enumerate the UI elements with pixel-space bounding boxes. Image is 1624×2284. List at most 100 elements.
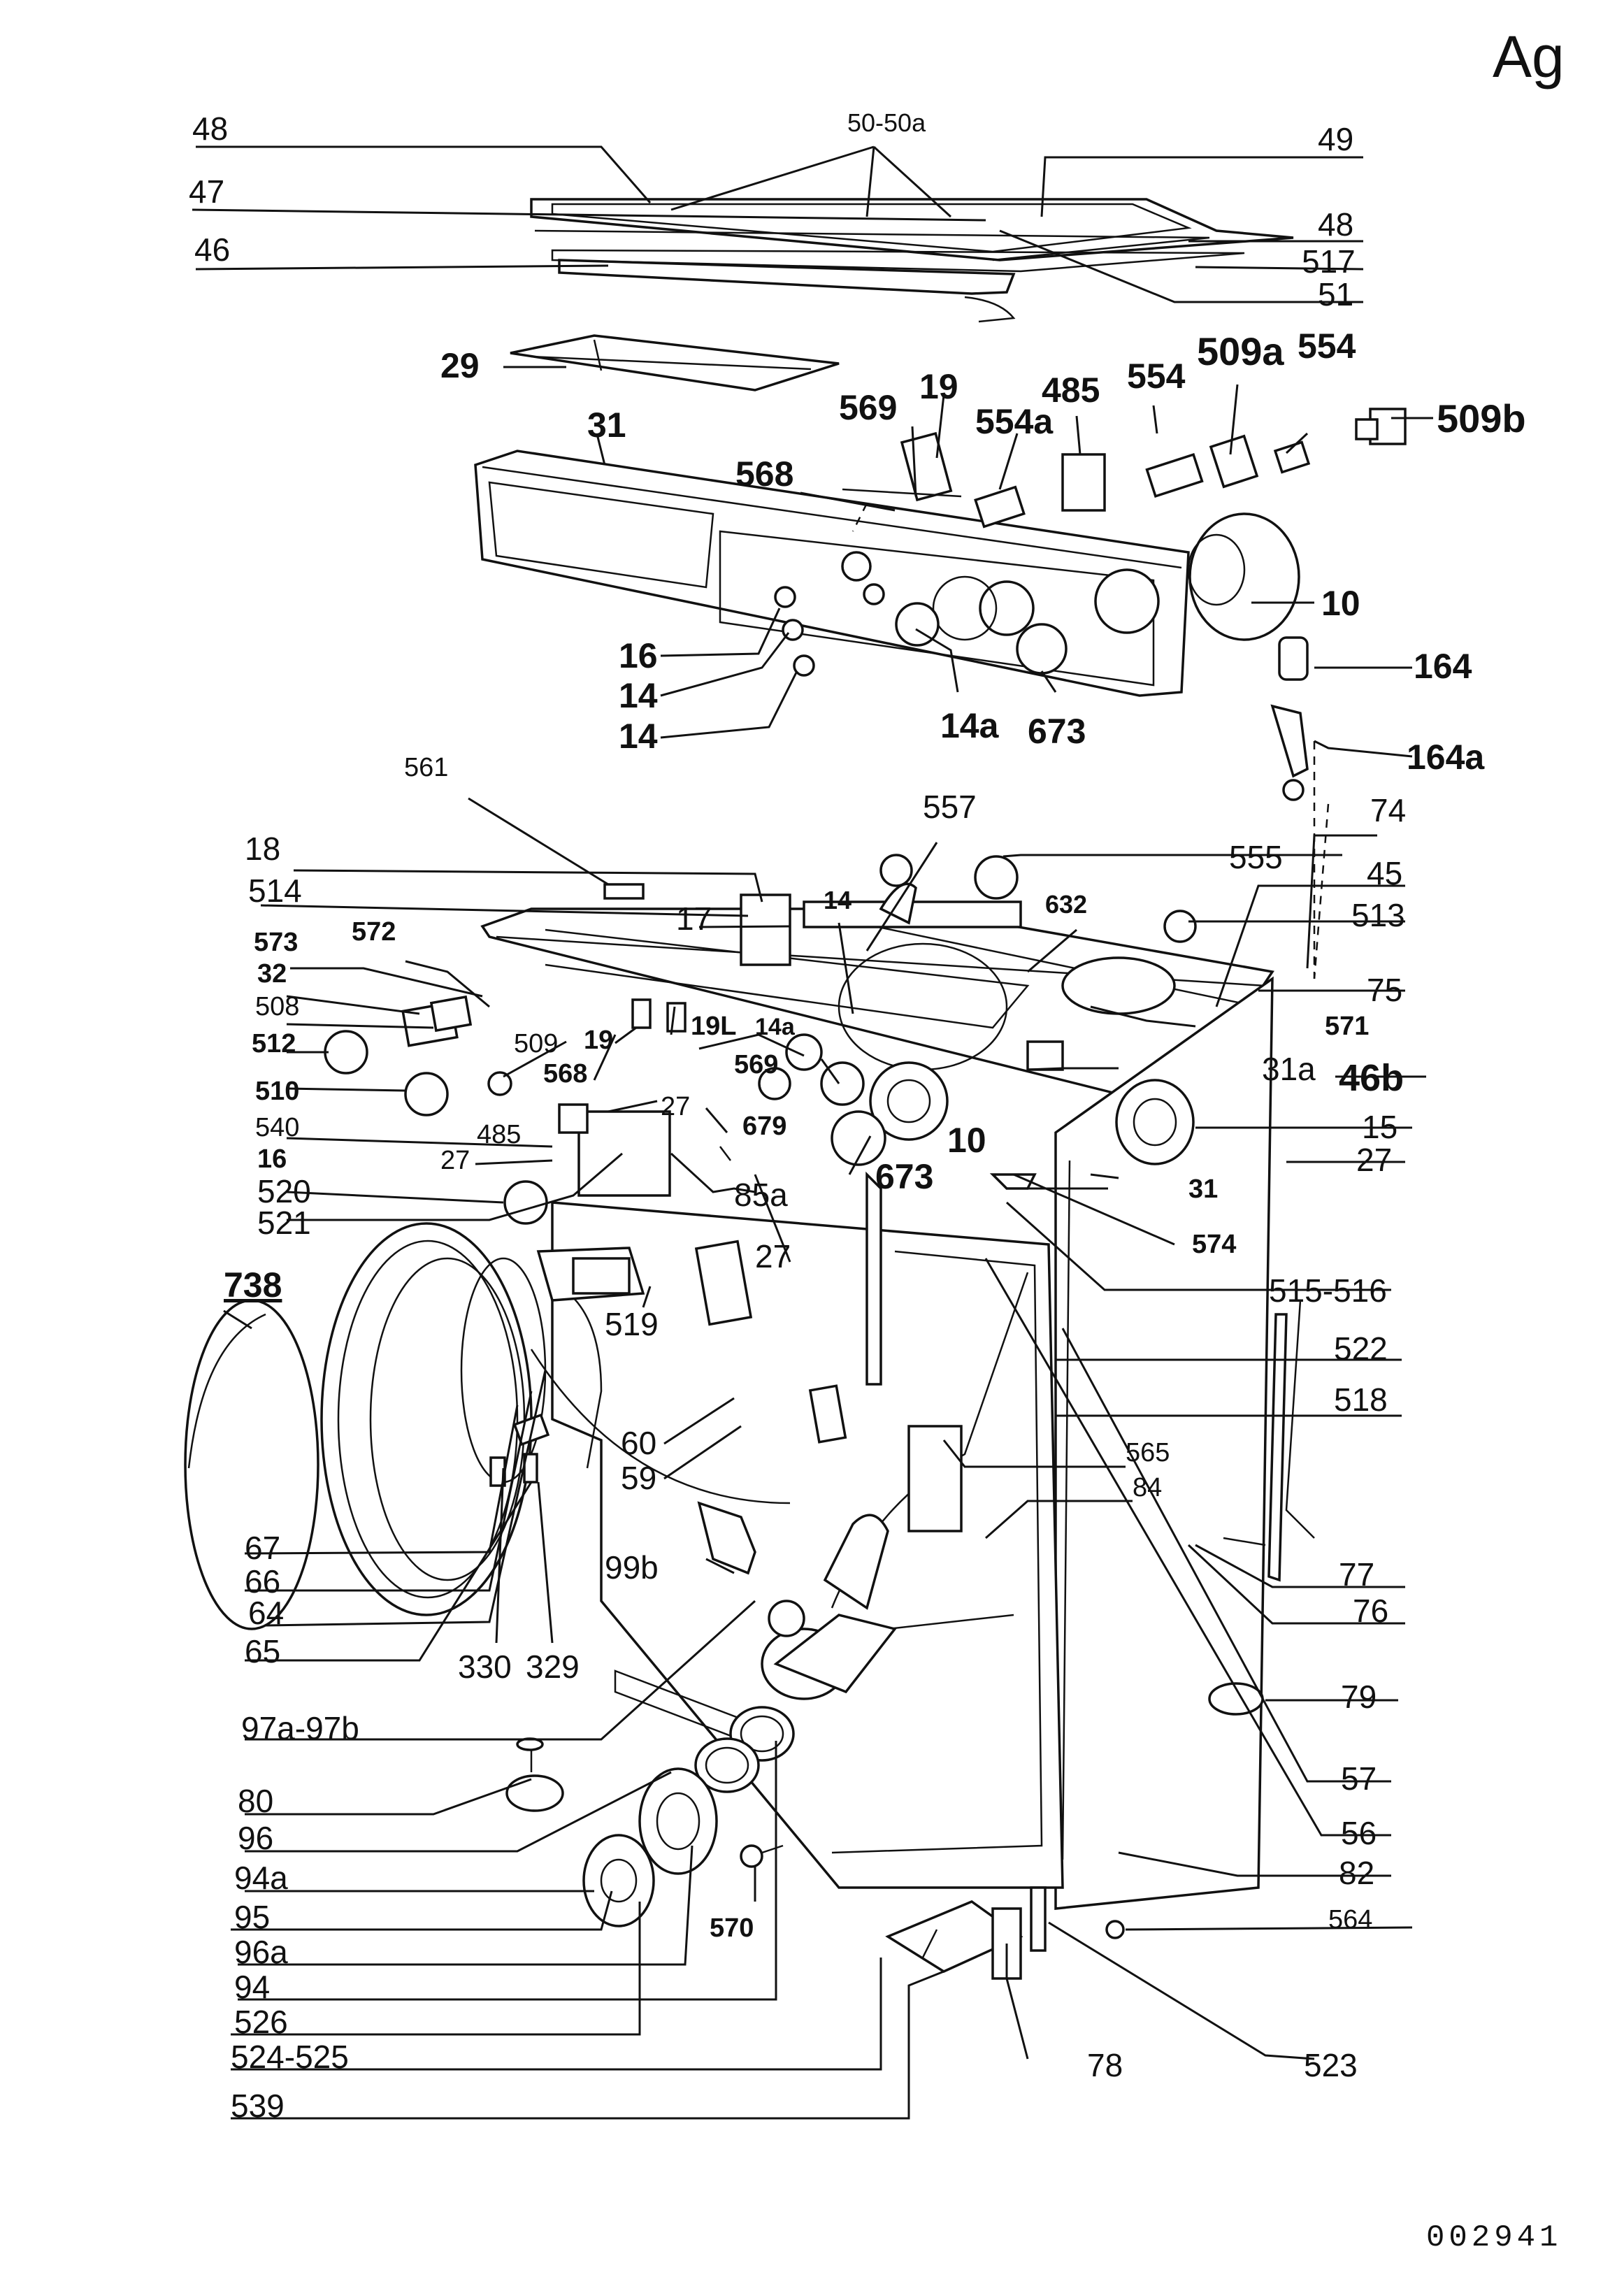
part-labels: 48 47 46 50-50a 49 48 517 51 29 569 19 4… [189,24,1565,2255]
callout-569: 569 [839,388,897,427]
callout-15: 15 [1362,1109,1397,1145]
callout-66: 66 [245,1563,280,1600]
callout-46b: 46b [1339,1057,1404,1099]
lower-hinge [885,1886,1047,1980]
callout-574: 574 [1192,1230,1236,1259]
callout-679: 679 [742,1112,786,1141]
door-738 [184,1299,319,1630]
callout-572: 572 [352,917,396,947]
callout-14-frame: 14 [824,886,851,914]
side-panel-right [1054,976,1315,1910]
callout-510: 510 [255,1077,299,1106]
callout-31: 31 [587,405,626,445]
callout-18: 18 [245,831,280,867]
callout-565: 565 [1126,1438,1170,1467]
callout-10: 10 [1321,584,1360,623]
callout-10-front: 10 [947,1121,986,1160]
callout-19-front: 19 [584,1026,613,1055]
callout-738: 738 [224,1265,282,1305]
callout-521: 521 [257,1205,311,1241]
callout-564: 564 [1328,1905,1372,1934]
callout-523: 523 [1304,2047,1358,2083]
callout-27: 27 [661,1092,690,1121]
callout-32: 32 [257,959,287,989]
callout-48: 48 [192,110,228,147]
callout-82: 82 [1339,1855,1374,1891]
callout-19L: 19L [691,1012,736,1041]
callout-522: 522 [1334,1330,1388,1367]
callout-571: 571 [1325,1012,1369,1041]
callout-509b: 509b [1437,396,1526,440]
callout-27-front: 27 [440,1146,470,1175]
front-panel-knobs [324,882,949,1225]
callout-509a: 509a [1197,329,1284,373]
callout-561: 561 [404,753,448,782]
callout-540: 540 [255,1113,299,1142]
callout-164a: 164a [1407,738,1485,777]
callout-573: 573 [254,928,298,957]
top-cover-assembly [530,198,1294,323]
callout-16: 16 [619,636,658,675]
callout-568: 568 [735,454,793,494]
callout-524-525: 524-525 [231,2039,349,2075]
callout-485: 485 [1042,371,1100,410]
callout-48-right: 48 [1318,206,1353,243]
rings-555-557 [879,854,1197,943]
leader-lines [192,145,1433,2120]
callout-75: 75 [1367,972,1402,1008]
callout-673: 673 [1028,712,1086,751]
callout-14: 14 [619,676,658,715]
callout-554-right: 554 [1298,326,1356,366]
callout-17: 17 [676,900,712,937]
control-panel-31 [474,450,1190,697]
callout-45: 45 [1367,855,1402,891]
callout-632: 632 [1045,890,1087,919]
callout-554a: 554a [975,402,1054,441]
callout-539: 539 [231,2088,285,2124]
callout-569-front: 569 [734,1050,778,1079]
callout-94a: 94a [234,1860,288,1896]
callout-31-right: 31 [1188,1175,1218,1204]
callout-84: 84 [1133,1473,1162,1502]
callout-59: 59 [621,1460,656,1496]
door-ring [320,1222,603,1616]
parts-drawing [184,198,1407,1980]
callout-518: 518 [1334,1381,1388,1418]
callout-60: 60 [621,1425,656,1461]
callout-509: 509 [514,1029,558,1058]
callout-27-right: 27 [1356,1142,1392,1178]
callout-508: 508 [255,992,299,1021]
callout-555: 555 [1229,839,1283,875]
callout-74: 74 [1370,792,1406,828]
part-164 [1270,636,1309,801]
callout-330: 330 [458,1649,512,1685]
callout-31a: 31a [1262,1051,1316,1087]
plate-29 [510,334,840,392]
callout-80: 80 [238,1783,273,1819]
callout-50-50a: 50-50a [847,108,926,137]
console-module-519 [536,1103,671,1302]
page-mark: Ag [1493,24,1565,89]
callout-19: 19 [919,367,958,406]
callout-517: 517 [1302,243,1356,280]
cabinet-front [530,1201,1064,1889]
callout-29: 29 [440,346,480,385]
callout-47: 47 [189,173,224,210]
callout-513: 513 [1351,897,1405,933]
callout-94: 94 [234,1969,270,2005]
callout-16-front: 16 [257,1144,287,1174]
callout-514: 514 [248,872,302,909]
callout-77: 77 [1339,1556,1374,1593]
callout-78: 78 [1087,2047,1123,2083]
callout-85a: 85a [734,1177,788,1213]
callout-99b: 99b [605,1549,659,1586]
callout-64: 64 [248,1595,284,1631]
callout-65: 65 [245,1633,280,1669]
main-frame [480,883,1274,1121]
callout-554: 554 [1127,357,1186,396]
callout-673-front: 673 [875,1157,933,1196]
callout-49: 49 [1318,121,1353,157]
dial-housing-10 [1187,512,1300,641]
callout-568-front: 568 [543,1059,587,1089]
